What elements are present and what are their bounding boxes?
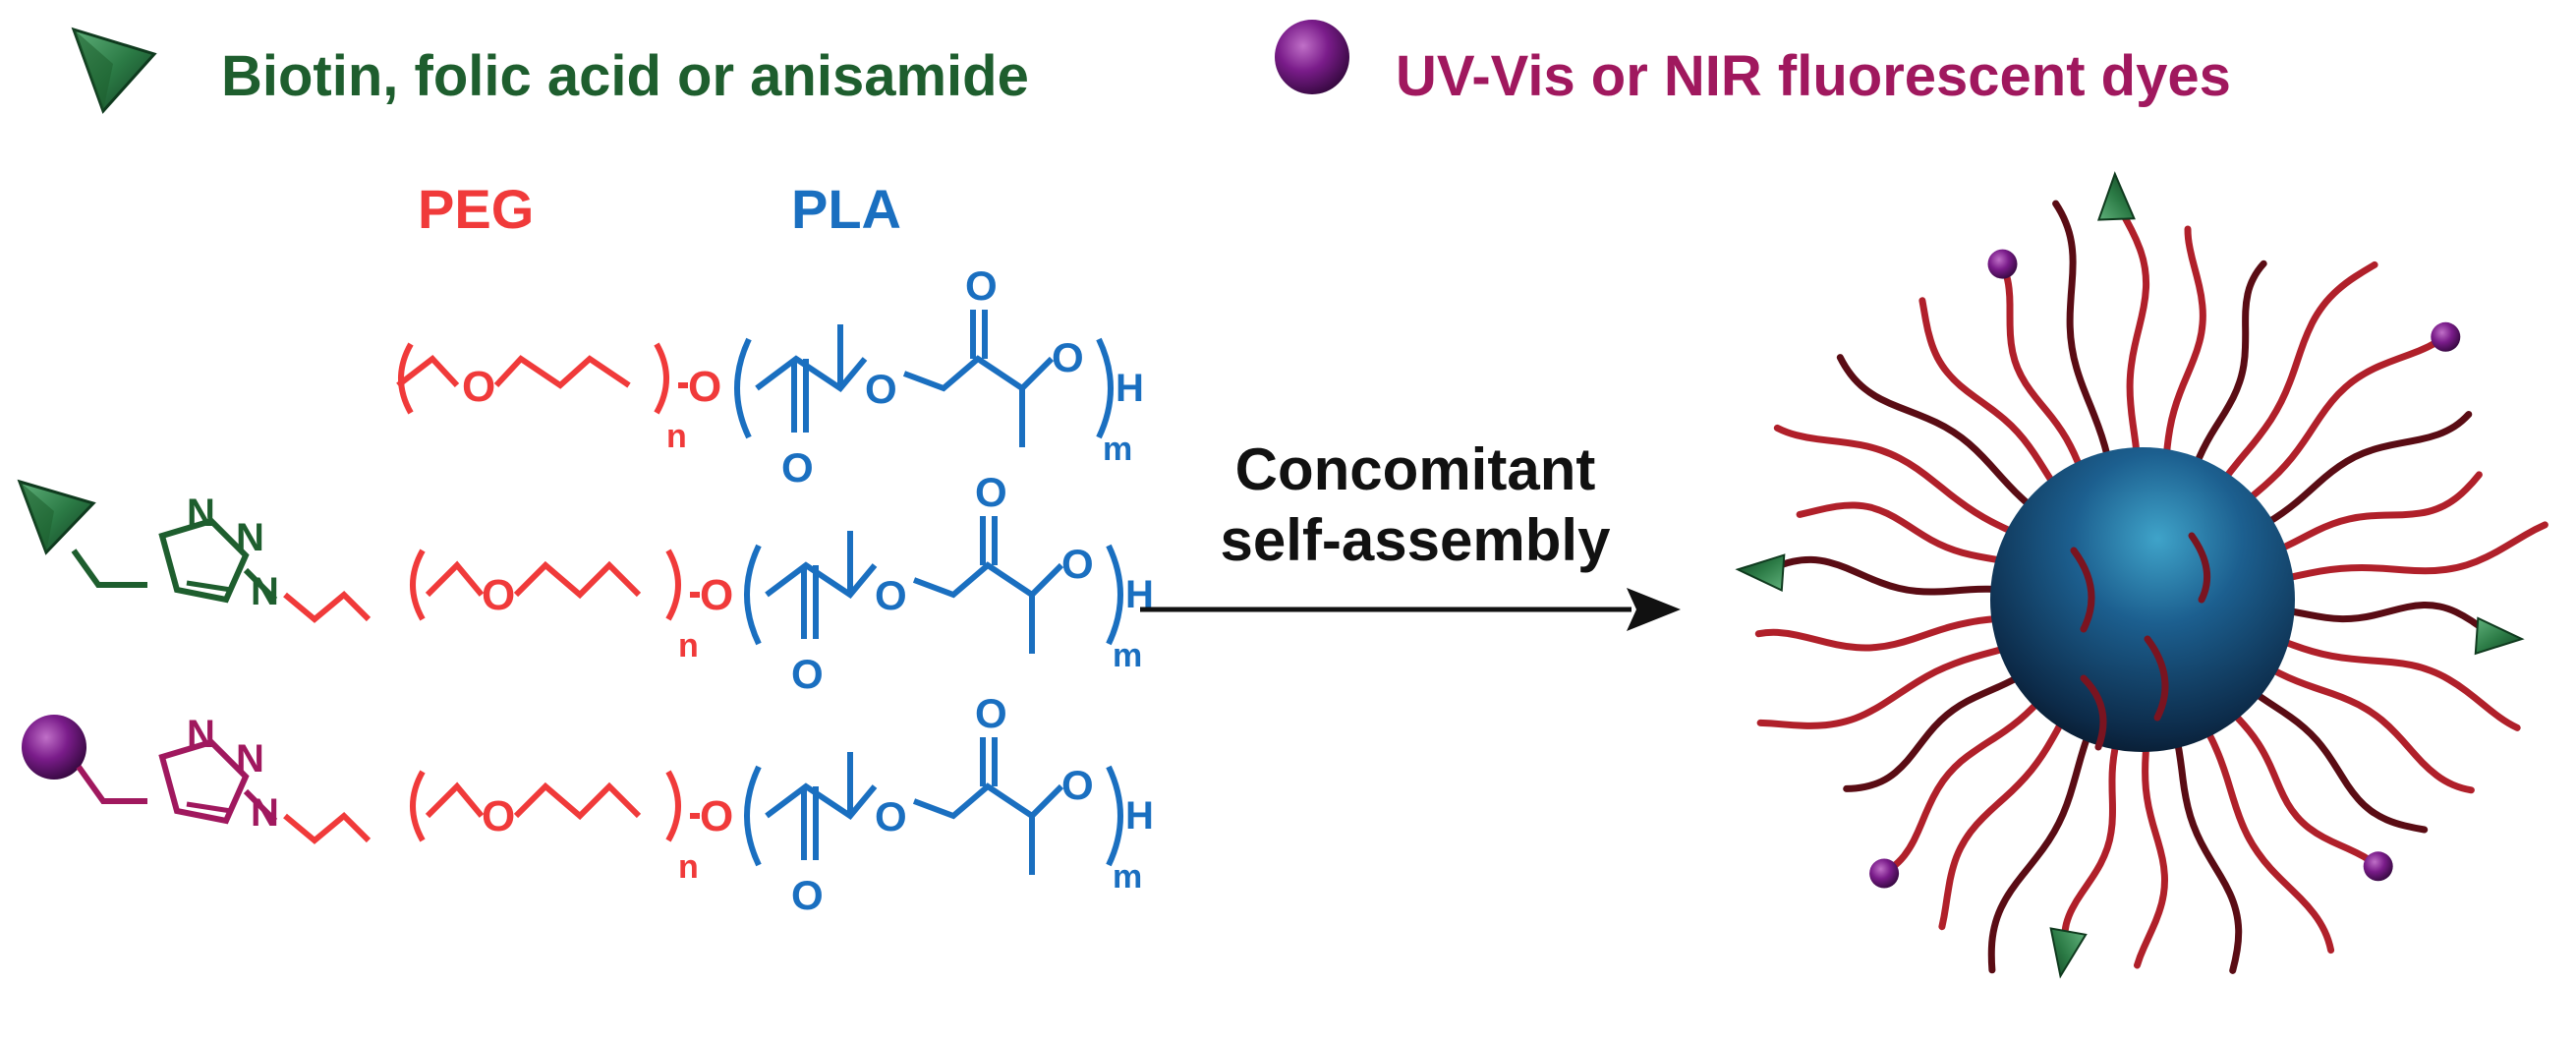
process-label-line1: Concomitant	[1235, 436, 1596, 502]
row1-pla-oxygen-carbonyl2: O	[965, 262, 998, 309]
peg-chain-front	[2188, 532, 2211, 604]
purple-sphere-icon	[2431, 321, 2461, 352]
arrowhead-icon	[1627, 588, 1681, 631]
row1-pla-oxygen-terminal: O	[1052, 334, 1084, 380]
peg-chain	[2231, 338, 2441, 515]
row3-hydrogen: H	[1125, 794, 1154, 838]
green-arrowhead-icon	[1735, 553, 1786, 593]
peg-chain	[2061, 722, 2124, 945]
row1-pla-oxygen-carbonyl1: O	[781, 444, 814, 491]
row3-pla-m: m	[1113, 858, 1142, 896]
green-arrowhead-icon	[2474, 616, 2525, 656]
row1-peg-oxygen: O	[462, 363, 495, 411]
green-arrowhead-icon	[71, 27, 157, 114]
row3-peg-oxygen: O	[482, 792, 515, 840]
peg-chain	[2217, 697, 2376, 865]
row2-pla-oxygen-terminal: O	[1061, 541, 1094, 587]
process-label-line2: self-assembly	[1221, 507, 1612, 573]
peg-chain	[2265, 521, 2548, 586]
purple-sphere-icon	[2363, 851, 2393, 882]
purple-sphere-icon	[1275, 20, 1349, 94]
row2-triazole-n2: N	[236, 516, 264, 559]
micelle	[1735, 171, 2548, 979]
peg-chain	[1888, 684, 2054, 872]
polymer-row-3: N N N O n O O O O O H m	[22, 690, 1154, 918]
peg-chain	[2161, 225, 2206, 478]
peg-chain	[1918, 297, 2068, 502]
row1-link-oxygen: O	[688, 363, 721, 411]
peg-chain	[1796, 501, 2024, 568]
peg-chain	[2266, 601, 2490, 635]
row3-pla-oxygen-terminal: O	[1061, 762, 1094, 808]
peg-chain	[2195, 711, 2335, 954]
green-arrowhead-icon	[17, 479, 96, 555]
peg-chain-front	[2080, 674, 2107, 751]
process-arrow: Concomitant self-assembly	[1140, 436, 1681, 631]
peg-chain	[1843, 664, 2038, 792]
pla-block-label: PLA	[791, 178, 901, 240]
peg-chain	[2187, 260, 2267, 485]
peg-chain	[2247, 411, 2473, 536]
row2-pla-oxygen-carbonyl1: O	[791, 651, 824, 697]
peg-chain	[2237, 678, 2429, 834]
row2-triazole-n1: N	[187, 492, 215, 535]
row3-pla-oxygen-carbonyl1: O	[791, 872, 824, 918]
peg-block-label: PEG	[418, 178, 534, 240]
peg-chain	[1756, 639, 2027, 729]
targeting-legend-label: Biotin, folic acid or anisamide	[221, 44, 1029, 108]
row3-triazole-n1: N	[187, 713, 215, 756]
row3-triazole-n3: N	[251, 791, 279, 835]
peg-chain	[1754, 613, 2020, 652]
peg-chain	[2001, 268, 2090, 489]
row3-pla-oxygen-carbonyl2: O	[975, 690, 1007, 736]
row1-hydrogen: H	[1116, 367, 1144, 410]
row3-link-oxygen: O	[700, 792, 733, 840]
peg-chain	[2252, 656, 2475, 794]
peg-chain	[2210, 260, 2378, 497]
peg-chain	[1987, 715, 2098, 974]
peg-chain	[2052, 200, 2116, 480]
row2-peg-n: n	[678, 627, 699, 665]
polymer-row-2: N N N O n O O O O O H m	[17, 469, 1154, 697]
peg-chain	[2134, 723, 2168, 969]
row2-pla-oxygen-ester: O	[875, 572, 907, 618]
row1-pla-m: m	[1103, 431, 1132, 468]
row2-triazole-n3: N	[251, 570, 279, 613]
green-arrowhead-icon	[2049, 927, 2088, 979]
pla-core	[1990, 447, 2295, 752]
row3-triazole-n2: N	[236, 737, 264, 781]
row2-link-oxygen: O	[700, 571, 733, 619]
green-arrowhead-icon	[2097, 171, 2136, 221]
legend-targeting: Biotin, folic acid or anisamide	[71, 27, 1029, 114]
row2-pla-m: m	[1113, 637, 1142, 674]
peg-chain	[2117, 207, 2150, 476]
peg-chain	[2261, 631, 2521, 731]
peg-corona	[1754, 200, 2548, 974]
purple-sphere-icon	[1987, 249, 2018, 279]
row2-pla-oxygen-carbonyl2: O	[975, 469, 1007, 515]
row3-pla-oxygen-ester: O	[875, 793, 907, 839]
row3-peg-n: n	[678, 848, 699, 886]
peg-chain	[1771, 555, 2019, 596]
peg-corona-front	[2070, 532, 2211, 751]
peg-chain	[1938, 702, 2075, 931]
row1-pla-oxygen-ester: O	[865, 366, 897, 412]
row2-peg-oxygen: O	[482, 571, 515, 619]
dye-legend-label: UV-Vis or NIR fluorescent dyes	[1396, 44, 2231, 108]
row1-peg-n: n	[666, 418, 687, 455]
legend-dye: UV-Vis or NIR fluorescent dyes	[1275, 20, 2231, 108]
peg-chain	[2169, 720, 2243, 974]
peg-chain	[2259, 471, 2483, 560]
peg-chain	[1836, 354, 2048, 521]
peg-chain-front	[2070, 547, 2095, 633]
polymer-row-1: O n O O O O O H m	[396, 262, 1144, 491]
peg-chain	[1773, 424, 2033, 544]
purple-sphere-icon	[1869, 858, 1900, 889]
peg-chain-front	[2144, 635, 2169, 722]
purple-sphere-icon	[22, 715, 86, 780]
micelle-decorations	[1735, 171, 2525, 979]
